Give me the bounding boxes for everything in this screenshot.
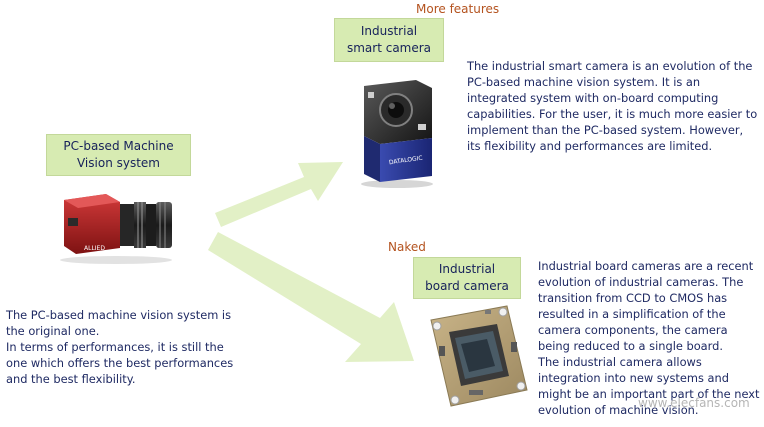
board-description-paragraph-2: The industrial camera allows integration… [538,355,760,417]
board-camera-description: Industrial board cameras are a recent ev… [538,258,762,418]
allied-logo: ALLIED [84,245,105,252]
datalogic-logo: DATALOGIC [389,155,424,167]
board-camera-image [430,305,528,407]
arrow-up-right [215,162,343,227]
naked-tag: Naked [388,240,426,254]
smart-camera-description: The industrial smart camera is an evolut… [467,59,758,153]
pc-description-paragraph-2: In terms of performances, it is still th… [6,340,234,386]
pc-description-paragraph-1: The PC-based machine vision system is th… [6,308,232,338]
smart-camera-image: DATALOGIC [361,80,433,188]
watermark-text: www.elecfans.com [638,396,750,410]
pc-based-label-box: PC-based Machine Vision system [46,134,191,176]
more-features-tag: More features [416,2,500,16]
smart-camera-label-box: Industrial smart camera [334,18,444,62]
arrow-down-right [208,232,414,362]
board-camera-label-box: Industrial board camera [413,257,521,299]
pc-based-description: The PC-based machine vision system is th… [6,307,234,387]
board-description-paragraph-1: Industrial board cameras are a recent ev… [538,259,754,353]
pc-camera-image: ALLIED [60,194,172,264]
